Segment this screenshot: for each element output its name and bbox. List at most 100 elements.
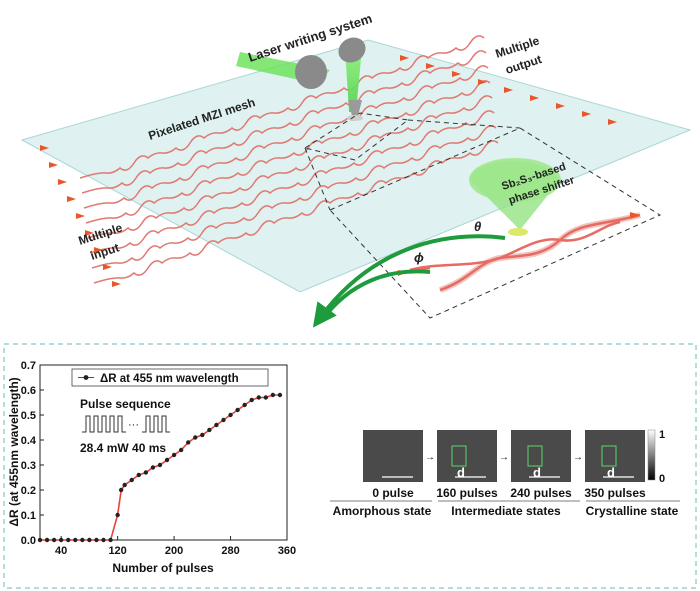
input-arrow xyxy=(76,213,85,219)
data-point xyxy=(263,395,269,400)
data-point xyxy=(207,427,212,433)
input-arrows xyxy=(40,145,121,287)
state-intermediate: Intermediate states xyxy=(451,504,561,518)
chip-plane xyxy=(20,39,692,293)
data-point xyxy=(94,537,99,543)
data-point xyxy=(228,412,233,418)
colorbar-min: 0 xyxy=(659,473,665,485)
data-point xyxy=(73,537,78,543)
mesh-waveguide xyxy=(79,35,485,179)
data-point xyxy=(277,392,283,398)
state-crystalline: Crystalline state xyxy=(586,504,679,518)
data-point xyxy=(143,470,149,475)
micrograph-sequence: → d → d → d 1 0 xyxy=(330,429,680,518)
mesh-waveguide xyxy=(87,95,493,239)
output-arrow xyxy=(608,119,617,125)
output-arrow xyxy=(530,95,539,101)
legend-text: ΔR at 455 nm wavelength xyxy=(100,373,239,385)
theta-symbol: θ xyxy=(474,219,481,234)
zoom-box xyxy=(303,112,662,319)
input-arrow xyxy=(103,264,112,270)
state-amorphous: Amorphous state xyxy=(333,504,432,518)
data-point xyxy=(58,537,64,543)
data-point xyxy=(270,392,276,398)
micro-label-0: 0 pulse xyxy=(372,486,414,500)
arrow-3: → xyxy=(573,452,583,463)
data-point xyxy=(44,537,50,543)
input-arrow xyxy=(49,162,58,168)
mesh-waveguide xyxy=(83,65,489,209)
data-point xyxy=(221,417,226,423)
legend: ΔR at 455 nm wavelength xyxy=(71,368,269,387)
input-arrow xyxy=(112,281,121,287)
output-arrow xyxy=(400,55,409,61)
svg-text:d: d xyxy=(533,465,541,480)
mesh-waveguide xyxy=(85,80,491,224)
mesh-waveguide xyxy=(81,50,487,194)
output-arrow xyxy=(478,79,487,85)
data-point xyxy=(101,537,106,543)
y-tick-label: 0.0 xyxy=(21,535,36,547)
data-point xyxy=(256,395,261,400)
y-tick-label: 0.6 xyxy=(21,385,36,397)
laser-writing-system xyxy=(236,37,366,121)
input-arrow xyxy=(40,145,49,151)
y-tick-label: 0.2 xyxy=(21,485,36,497)
data-point xyxy=(122,482,127,488)
phase-arrows xyxy=(312,234,506,328)
plot-area xyxy=(39,364,288,541)
output-arrow xyxy=(556,103,565,109)
data-point xyxy=(80,537,85,543)
mesh-waveguide xyxy=(89,110,495,254)
y-axis-label: ΔR (at 455nm wavelength) xyxy=(7,377,21,526)
x-tick-label: 120 xyxy=(108,545,126,557)
input-arrow xyxy=(94,247,103,253)
data-point xyxy=(150,465,156,470)
micrograph-240: d xyxy=(511,430,571,482)
svg-text:d: d xyxy=(607,465,615,480)
mzi-mesh xyxy=(79,35,499,284)
arrow-2: → xyxy=(499,452,509,463)
y-tick-label: 0.4 xyxy=(21,435,37,447)
pulse-dots: ··· xyxy=(128,419,139,431)
output-arrow xyxy=(504,87,513,93)
output-arrow xyxy=(426,63,435,69)
schematic: Laser writing system Pixelated MZI mesh … xyxy=(20,11,692,328)
data-point xyxy=(214,422,219,428)
micrograph-350: d xyxy=(585,430,645,482)
input-arrow xyxy=(67,196,76,202)
bottom-panel-frame xyxy=(3,343,697,589)
data-point xyxy=(164,457,170,463)
data-point xyxy=(171,452,177,458)
svg-text:d: d xyxy=(457,465,465,480)
micrograph-0 xyxy=(363,430,423,482)
y-tick-label: 0.1 xyxy=(21,510,36,522)
mesh-waveguide xyxy=(93,140,499,284)
data-point xyxy=(37,537,43,543)
mesh-waveguide xyxy=(91,125,497,269)
input-label-2: input xyxy=(89,240,121,262)
data-point xyxy=(186,440,191,445)
data-points xyxy=(37,392,283,543)
pulse-params: 28.4 mW 40 ms xyxy=(80,441,166,455)
colorbar xyxy=(647,429,656,481)
data-point xyxy=(129,477,134,483)
pulse-title: Pulse sequence xyxy=(80,397,171,411)
micro-label-240: 240 pulses xyxy=(510,486,572,500)
data-point xyxy=(242,402,247,408)
x-tick-label: 40 xyxy=(55,545,67,557)
x-tick-label: 280 xyxy=(221,545,239,557)
micro-label-350: 350 pulses xyxy=(584,486,646,500)
micrograph-160: d xyxy=(437,430,497,482)
output-arrow xyxy=(582,111,591,117)
y-tick-label: 0.3 xyxy=(21,460,36,472)
data-point xyxy=(118,487,124,493)
y-tick-label: 0.5 xyxy=(21,410,36,422)
data-point xyxy=(136,472,141,478)
pulse-inset: Pulse sequence ··· 28.4 mW 40 ms xyxy=(80,397,171,455)
zoomed-mzi xyxy=(398,158,641,293)
data-point xyxy=(157,462,163,468)
data-point xyxy=(108,537,113,543)
